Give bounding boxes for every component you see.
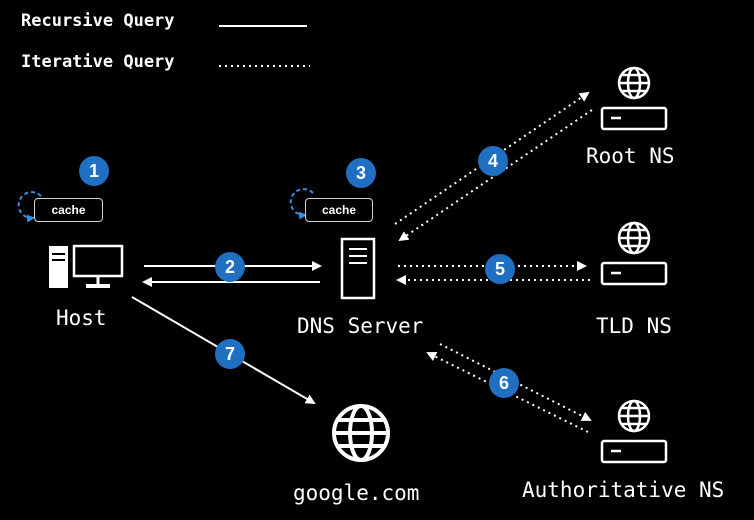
dns-cache-box: cache	[305, 198, 373, 222]
google-label: google.com	[293, 481, 420, 505]
authoritative-ns-label: Authoritative NS	[522, 478, 725, 502]
tld-ns-label: TLD NS	[596, 314, 672, 338]
google-globe-icon	[332, 404, 390, 462]
legend-iterative-label: Iterative Query	[21, 52, 175, 72]
host-cache-box: cache	[34, 198, 103, 222]
root-ns-label: Root NS	[586, 144, 675, 168]
host-label: Host	[56, 306, 107, 330]
authoritative-ns-globe-server-icon	[600, 399, 668, 464]
step-3-badge: 3	[346, 158, 376, 188]
dns-server-label: DNS Server	[297, 314, 424, 338]
dns-cache-refresh-icon	[289, 188, 314, 220]
dns-server-tower-icon	[340, 237, 376, 300]
step-5-badge: 5	[485, 254, 515, 284]
host-computer-icon	[49, 244, 124, 288]
step-6-badge: 6	[489, 368, 519, 398]
legend-recursive-label: Recursive Query	[21, 11, 175, 31]
root-ns-globe-server-icon	[600, 66, 668, 131]
step-1-badge: 1	[79, 156, 109, 186]
step-4-badge: 4	[478, 146, 508, 176]
host-cache-refresh-icon	[17, 191, 42, 223]
step-2-badge: 2	[215, 252, 245, 282]
tld-ns-globe-server-icon	[600, 221, 668, 286]
step-7-badge: 7	[215, 339, 245, 369]
